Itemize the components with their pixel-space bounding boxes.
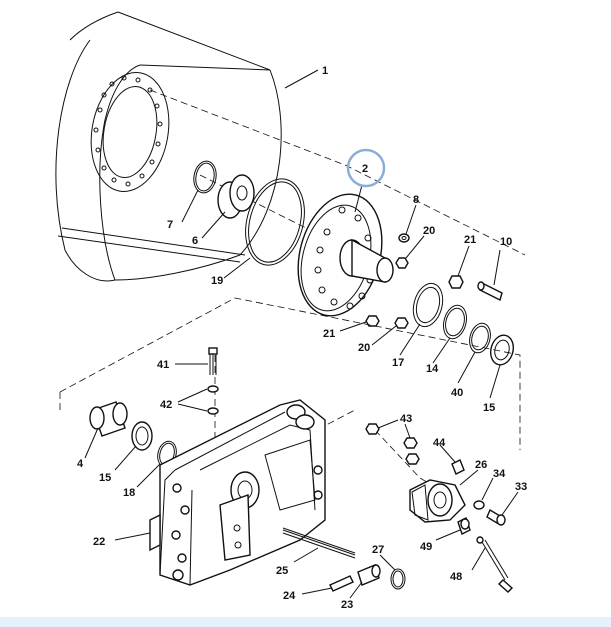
shaft-25 (282, 527, 356, 559)
nut-21-top (448, 275, 464, 289)
callout-41[interactable]: 41 (157, 359, 169, 371)
ring-40 (469, 322, 491, 354)
callout-44[interactable]: 44 (433, 437, 446, 449)
callout-15b[interactable]: 15 (99, 472, 111, 484)
washer-42a (207, 385, 219, 393)
callout-6[interactable]: 6 (192, 235, 198, 247)
callout-10[interactable]: 10 (500, 236, 512, 248)
motor-26 (409, 479, 466, 523)
callout-15a[interactable]: 15 (483, 402, 495, 414)
callout-24[interactable]: 24 (283, 590, 296, 602)
pin-24 (329, 575, 354, 592)
ring-14 (442, 304, 468, 340)
callout-18[interactable]: 18 (123, 487, 135, 499)
callout-49[interactable]: 49 (420, 541, 432, 553)
footer-bar (0, 617, 611, 627)
hub-2 (297, 193, 394, 317)
bearing-6 (217, 174, 255, 219)
callout-26[interactable]: 26 (475, 459, 487, 471)
seal-15-left (131, 421, 153, 451)
callout-43[interactable]: 43 (400, 413, 412, 425)
pin-23 (357, 564, 381, 586)
hex-nut-43a (365, 423, 380, 435)
callout-highlight-circle (346, 148, 386, 188)
fitting-49 (457, 517, 471, 535)
callout-21a[interactable]: 21 (464, 234, 476, 246)
callout-14[interactable]: 14 (426, 363, 439, 375)
drum-shell (55, 11, 282, 282)
callout-33[interactable]: 33 (515, 481, 527, 493)
washer-34 (473, 500, 485, 510)
callout-23[interactable]: 23 (341, 599, 353, 611)
leader-lines (84, 69, 519, 599)
o-ring-19 (245, 178, 305, 266)
callout-17[interactable]: 17 (392, 357, 404, 369)
bushing-4 (89, 401, 128, 437)
callout-34[interactable]: 34 (493, 468, 506, 480)
callout-4[interactable]: 4 (77, 458, 84, 470)
snap-ring-7 (193, 160, 217, 194)
hex-nut-43b (403, 437, 418, 449)
callout-19[interactable]: 19 (211, 275, 223, 287)
ring-17 (412, 282, 444, 328)
frame-22 (149, 399, 326, 586)
callout-25[interactable]: 25 (276, 565, 288, 577)
callout-48[interactable]: 48 (450, 571, 462, 583)
bolt-33 (486, 508, 506, 526)
callout-2[interactable]: 2 (362, 163, 368, 175)
callout-20b[interactable]: 20 (358, 342, 370, 354)
ring-27 (390, 568, 406, 590)
callout-21b[interactable]: 21 (323, 328, 335, 340)
bolt-41 (208, 347, 218, 375)
callout-7[interactable]: 7 (167, 219, 173, 231)
bolt-10 (477, 281, 503, 302)
fitting-44 (451, 459, 465, 475)
callout-20a[interactable]: 20 (423, 225, 435, 237)
callout-labels: 1 2 8 20 21 10 7 6 19 21 20 17 14 40 15 … (77, 65, 527, 611)
nut-20-bottom (394, 317, 409, 329)
callout-27[interactable]: 27 (372, 544, 384, 556)
washer-8 (398, 233, 410, 243)
nut-20-top (395, 257, 409, 269)
callout-1[interactable]: 1 (322, 65, 328, 77)
hex-nut-43c (405, 453, 420, 465)
washer-42b (207, 407, 219, 415)
drum-bolt-holes (93, 75, 163, 187)
callout-22[interactable]: 22 (93, 536, 105, 548)
cable-48 (476, 536, 514, 593)
seal-15-right (489, 334, 515, 366)
callout-8[interactable]: 8 (413, 194, 419, 206)
callout-42[interactable]: 42 (160, 399, 172, 411)
callout-40[interactable]: 40 (451, 387, 463, 399)
